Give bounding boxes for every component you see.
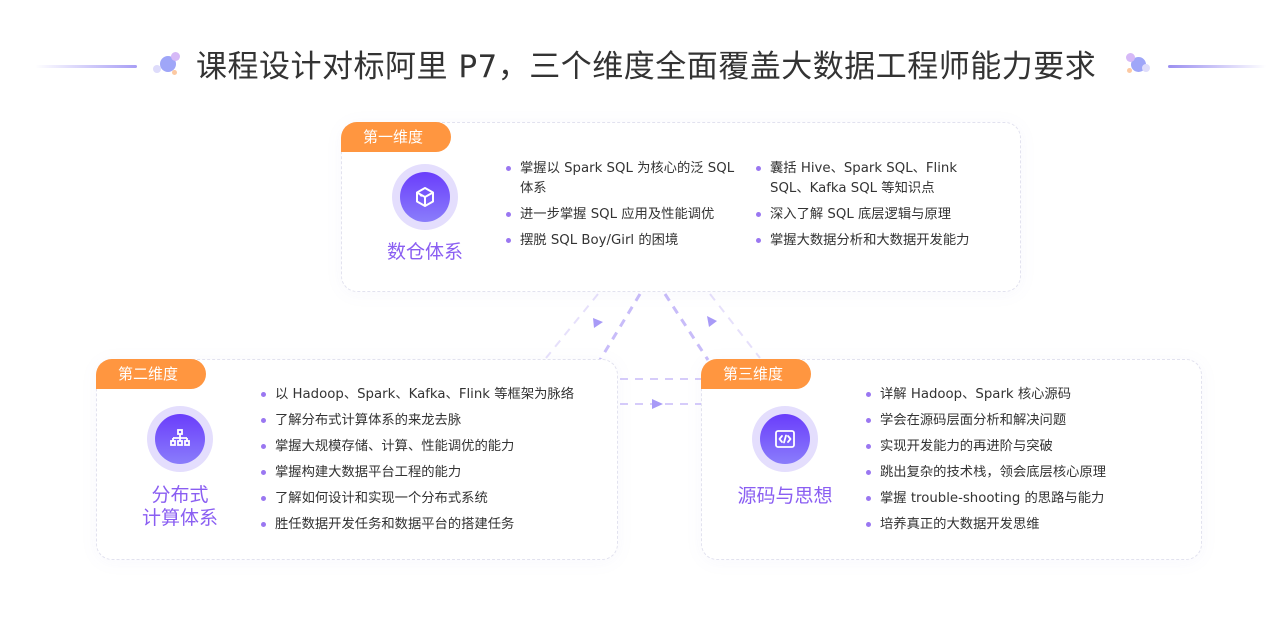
arrow-icon — [593, 318, 603, 328]
arrow-icon — [652, 399, 663, 409]
list-item: 详解 Hadoop、Spark 核心源码 — [866, 385, 1186, 405]
list-item: 胜任数据开发任务和数据平台的搭建任务 — [261, 515, 601, 535]
list-item: 掌握构建大数据平台工程的能力 — [261, 463, 601, 483]
code-brackets-icon — [775, 430, 795, 448]
bubbles-icon-right — [1124, 52, 1156, 80]
list-item: 掌握大数据分析和大数据开发能力 — [756, 231, 996, 251]
list-item: 进一步掌握 SQL 应用及性能调优 — [506, 205, 736, 225]
dimension-tag: 第二维度 — [96, 359, 206, 389]
list-item: 培养真正的大数据开发思维 — [866, 515, 1186, 535]
dimension-name: 源码与思想 — [737, 485, 833, 507]
list-item: 学会在源码层面分析和解决问题 — [866, 411, 1186, 431]
decorative-line-right — [1168, 65, 1266, 68]
list-item: 深入了解 SQL 底层逻辑与原理 — [756, 205, 996, 225]
dimension-tag: 第一维度 — [341, 122, 451, 152]
dimension-tag: 第三维度 — [701, 359, 811, 389]
points-list-right: 囊括 Hive、Spark SQL、Flink SQL、Kafka SQL 等知… — [756, 159, 996, 257]
list-item: 跳出复杂的技术栈，领会底层核心原理 — [866, 463, 1186, 483]
dimension-name: 数仓体系 — [386, 241, 463, 263]
dimension-name-line2: 计算体系 — [141, 507, 218, 529]
arrow-icon — [707, 316, 717, 327]
decorative-line-left — [35, 65, 137, 68]
dimension-card-3: 第三维度 源码与思想 详解 Hadoop、Spark 核心源码 学会在源码层面分… — [701, 359, 1202, 560]
list-item: 实现开发能力的再进阶与突破 — [866, 437, 1186, 457]
list-item: 掌握以 Spark SQL 为核心的泛 SQL 体系 — [506, 159, 736, 199]
dimension-card-1: 第一维度 数仓体系 掌握以 Spark SQL 为核心的泛 SQL 体系 进一步… — [341, 122, 1021, 292]
list-item: 摆脱 SQL Boy/Girl 的困境 — [506, 231, 736, 251]
bubbles-icon-left — [150, 52, 182, 80]
page-title: 课程设计对标阿里 P7，三个维度全面覆盖大数据工程师能力要求 — [196, 49, 1097, 85]
points-list-left: 掌握以 Spark SQL 为核心的泛 SQL 体系 进一步掌握 SQL 应用及… — [506, 159, 736, 257]
list-item: 掌握大规模存储、计算、性能调优的能力 — [261, 437, 601, 457]
list-item: 了解分布式计算体系的来龙去脉 — [261, 411, 601, 431]
list-item: 以 Hadoop、Spark、Kafka、Flink 等框架为脉络 — [261, 385, 601, 405]
list-item: 了解如何设计和实现一个分布式系统 — [261, 489, 601, 509]
dimension-name-line1: 分布式 — [151, 484, 209, 506]
list-item: 掌握 trouble-shooting 的思路与能力 — [866, 489, 1186, 509]
icon-badge — [147, 406, 213, 472]
dimension-name: 分布式 计算体系 — [117, 484, 243, 530]
cube-box-icon — [416, 187, 434, 207]
dimension-card-2: 第二维度 分布式 计算体系 以 Hadoop、Spark、Kafka、Flink… — [96, 359, 618, 560]
points-list: 以 Hadoop、Spark、Kafka、Flink 等框架为脉络 了解分布式计… — [261, 385, 601, 541]
points-list: 详解 Hadoop、Spark 核心源码 学会在源码层面分析和解决问题 实现开发… — [866, 385, 1186, 541]
hierarchy-tree-icon — [170, 429, 190, 446]
list-item: 囊括 Hive、Spark SQL、Flink SQL、Kafka SQL 等知… — [756, 159, 996, 199]
icon-badge — [752, 406, 818, 472]
icon-badge — [392, 164, 458, 230]
title-row: 课程设计对标阿里 P7，三个维度全面覆盖大数据工程师能力要求 — [0, 42, 1281, 92]
